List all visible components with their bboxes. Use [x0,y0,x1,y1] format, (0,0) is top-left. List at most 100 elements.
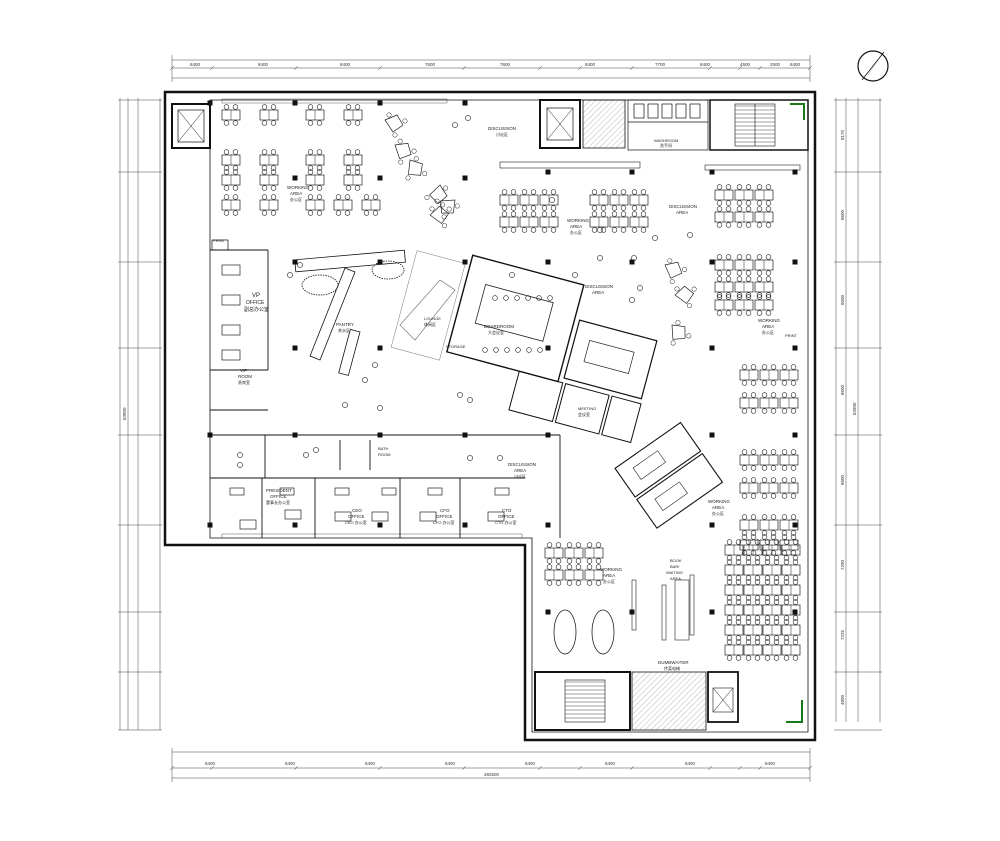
workstation-pod [672,280,703,312]
workstation [781,579,801,601]
workstation [724,619,744,641]
label-vp-office-2: OFFICE [246,300,265,306]
column [545,169,551,175]
column [377,100,383,106]
office-desk [371,511,389,522]
label-ceo-2: OFFICE [348,514,365,519]
chair [572,272,578,278]
column [629,169,635,175]
angled-meeting-rooms [614,421,724,529]
chair [629,297,635,303]
room-labels: DISCUSSION 讨论区 WORKING AREA 办公区 WORKING … [213,126,798,671]
label-discussion-mid-2: AREA [592,290,604,295]
workstation [724,639,744,661]
workstation [361,194,381,216]
dim-right-3: 8600 [840,294,845,305]
workstation [343,149,363,171]
boardroom-chair [537,347,543,353]
dimension-tick [169,765,175,771]
workstation [714,254,734,276]
label-lounge: LOUNGE [424,316,441,321]
workstation [564,564,584,586]
column [462,175,468,181]
column [377,345,383,351]
window-strip-bottom [221,533,523,539]
dimension-tick [377,765,383,771]
dimension-tick [577,765,583,771]
workstation [629,189,649,211]
core-se [534,671,739,731]
label-cfo: CFO [440,508,450,513]
workstation [754,206,774,228]
workstation [714,206,734,228]
sofa [427,487,443,496]
boardroom-cluster [390,250,658,444]
west-partitions [210,249,561,538]
dimension-tick [737,765,743,771]
workstation-pod [398,154,432,188]
label-vip-room-2: ROOM [238,374,252,379]
workstation [305,104,325,126]
dimension-tick [737,65,743,71]
boardroom-chair [504,347,510,353]
label-waiting-3: WAITING [666,570,683,575]
workstation [739,477,759,499]
workstation [743,559,763,581]
office-desk [284,509,302,520]
workstation [539,189,559,211]
workstation [629,211,649,233]
label-storage: STORAGE [446,344,466,349]
workstation [739,449,759,471]
label-discussion-low: DISCUSSION [508,462,536,467]
label-boardroom-cn: 大会议室 [488,329,504,335]
boardroom-chair [482,347,488,353]
label-dumbwaiter: DUMBWAITER [658,660,689,665]
workstation-pod [390,137,419,168]
pantry-counters [294,249,456,376]
label-working-center: WORKING [567,218,589,223]
dimension-tick [461,765,467,771]
workstation [759,364,779,386]
chair [377,405,383,411]
washroom-block [627,99,709,151]
column [292,345,298,351]
column [292,259,298,265]
workstation [734,254,754,276]
dimension-tick [209,765,215,771]
workstation [609,189,629,211]
chair [467,455,473,461]
chair [597,255,603,261]
dimension-tick [293,65,299,71]
label-boardroom: BOARDROOM [484,324,514,329]
core-n-lift [539,99,626,149]
label-dumbwaiter-cn: 传菜电梯 [664,665,680,671]
workstation [759,449,779,471]
workstation [259,194,279,216]
dim-right-total: 62800 [852,402,857,415]
stair-ne [709,99,809,151]
workstation [739,364,759,386]
chair [637,285,643,291]
chair [287,272,293,278]
workstation [714,276,734,298]
dim-right-6: 7290 [840,559,845,570]
workstation [589,189,609,211]
workstation [743,619,763,641]
green-marker-ne [790,103,805,120]
label-print-w: PRINT [213,238,226,243]
label-discussion-top: DISCUSSION [488,126,516,131]
workstation [259,149,279,171]
column [792,609,798,615]
chair [297,262,303,268]
workstation [781,619,801,641]
workstation [724,579,744,601]
workstation [221,149,241,171]
vp-desk [221,324,241,336]
workstation [714,184,734,206]
column [709,609,715,615]
workstation-pod [661,257,689,287]
dim-top-2: 8400 [258,62,269,67]
furniture-layer [221,104,801,661]
column [792,169,798,175]
